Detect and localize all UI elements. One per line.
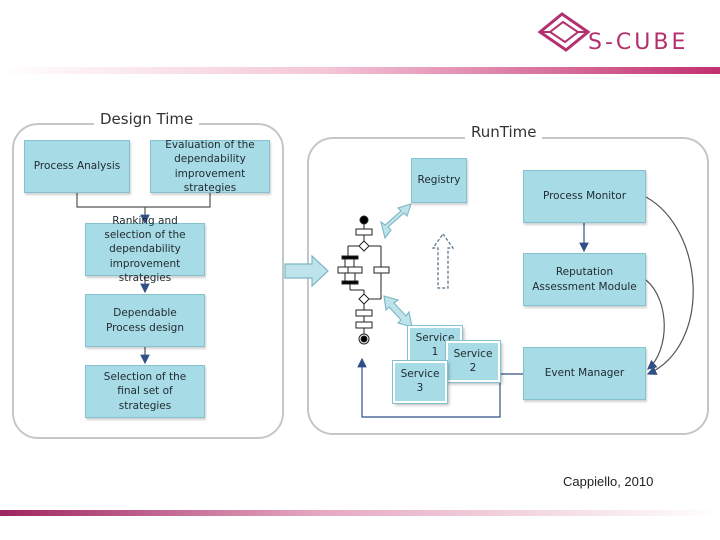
evaluation-box: Evaluation of the dependability improvem… [150,139,270,194]
design-to-runtime-arrow [284,254,329,288]
footer-divider [0,510,720,516]
logo-text: S-CUBE [588,30,689,55]
process-monitor-box: Process Monitor [523,170,646,223]
citation-credit: Cappiello, 2010 [563,474,654,489]
selection-box: Selection of the final set of strategies [85,365,205,418]
dependable-design-box: Dependable Process design [85,294,205,347]
ranking-box: Ranking and selection of the dependabili… [85,215,205,284]
header-divider [0,67,720,74]
process-workflow-diagram [337,215,390,345]
service-2-box: Service 2 [445,340,501,383]
run-time-title: RunTime [465,123,543,141]
services-link-arrow [383,295,413,328]
registry-link-arrow [380,203,412,240]
event-manager-box: Event Manager [523,347,646,400]
registry-box: Registry [411,158,467,203]
design-time-connectors [76,193,211,365]
reputation-module-box: Reputation Assessment Module [523,253,646,306]
service-3-box: Service 3 [392,360,448,404]
design-time-title: Design Time [94,110,200,128]
dashed-up-arrow [431,232,455,289]
feedback-line [357,357,523,418]
reputation-to-event-curve [645,279,665,370]
process-analysis-box: Process Analysis [24,140,130,193]
monitor-to-event-curve [645,196,694,375]
s-cube-logo-icon [537,12,591,52]
